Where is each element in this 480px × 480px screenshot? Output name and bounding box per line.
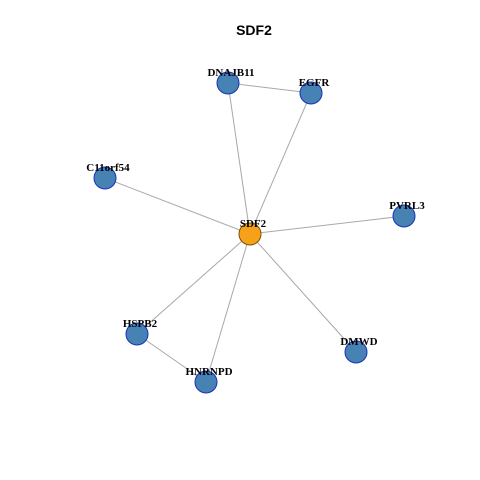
edge-sdf2-egfr (249, 92, 312, 235)
edge-sdf2-hnrnpd (205, 233, 251, 383)
node-label-hnrnpd: HNRNPD (185, 366, 232, 378)
node-label-hspb2: HSPB2 (123, 318, 158, 330)
edge-sdf2-hspb2 (136, 233, 251, 335)
edge-hspb2-hnrnpd (136, 333, 207, 383)
edges-layer (104, 82, 405, 383)
node-sdf2 (238, 222, 262, 246)
edge-dnajb11-egfr (227, 82, 312, 94)
edge-sdf2-dmwd (249, 233, 357, 353)
edge-sdf2-c11orf54 (104, 177, 251, 235)
edge-sdf2-dnajb11 (227, 82, 251, 235)
node-hnrnpd (194, 370, 218, 394)
node-egfr (299, 81, 323, 105)
node-label-dmwd: DMWD (340, 336, 377, 348)
node-hspb2 (125, 322, 149, 346)
edge-sdf2-pvrl3 (249, 215, 405, 235)
node-label-dnajb11: DNAJB11 (207, 67, 254, 79)
node-label-sdf2: SDF2 (240, 218, 267, 230)
node-label-c11orf54: C11orf54 (86, 162, 130, 174)
graph-title: SDF2 (236, 22, 272, 38)
node-label-egfr: EGFR (299, 77, 331, 89)
node-dmwd (344, 340, 368, 364)
node-dnajb11 (216, 71, 240, 95)
nodes-layer (93, 71, 416, 394)
node-label-pvrl3: PVRL3 (389, 200, 425, 212)
node-c11orf54 (93, 166, 117, 190)
node-pvrl3 (392, 204, 416, 228)
